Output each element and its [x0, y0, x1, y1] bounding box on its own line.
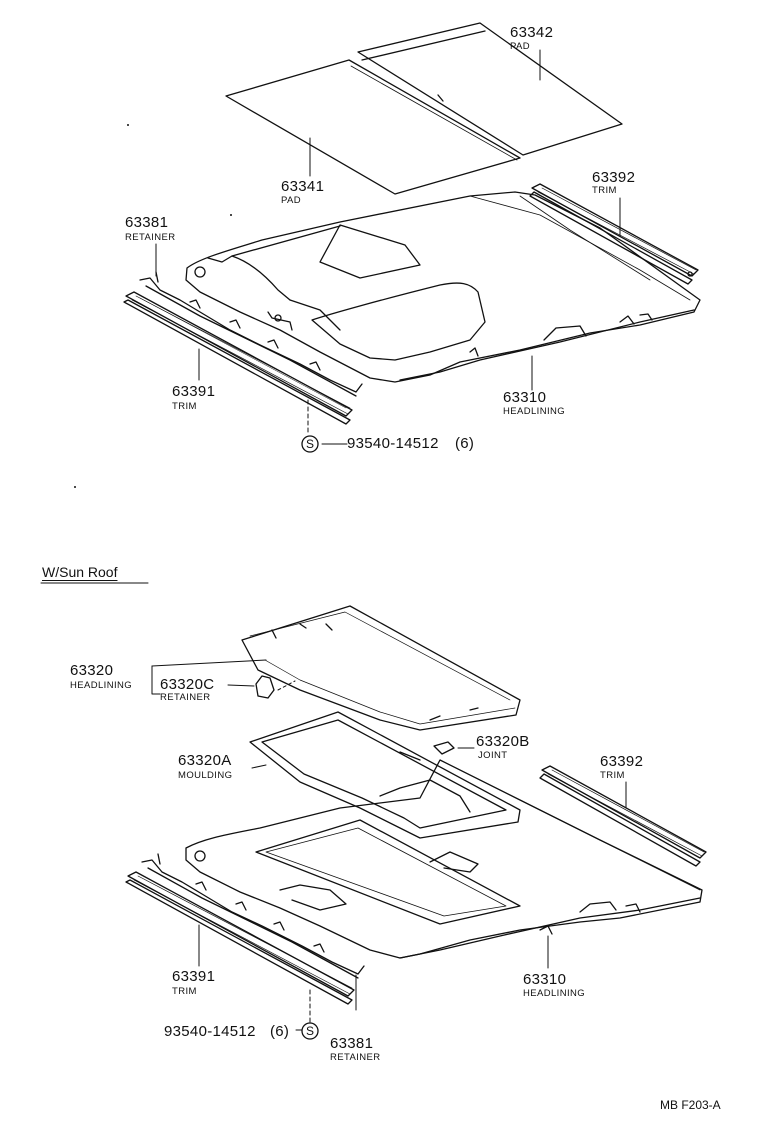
leader-lines-bottom — [151, 659, 627, 1031]
trim-63391-bottom-shape — [125, 871, 355, 1005]
part-name-63381-top: RETAINER — [125, 232, 176, 243]
screw-symbol-bottom-letter: S — [305, 1024, 314, 1038]
headlining-63310-bottom-shape — [185, 759, 703, 959]
trim-63392-bottom-shape — [539, 765, 707, 867]
part-name-63391-top: TRIM — [172, 401, 197, 412]
retainer-63320C-shape — [255, 675, 296, 699]
part-number-63392-top: 63392 — [592, 169, 636, 186]
trim-63391-top-shape — [123, 291, 353, 425]
joint-63320B-shape — [399, 741, 455, 761]
part-number-63320B: 63320B — [476, 733, 530, 750]
part-name-63392-bottom: TRIM — [600, 770, 625, 781]
retainer-63381-bottom-shape — [141, 853, 365, 979]
retainer-63381-top-shape — [139, 271, 363, 397]
part-number-63320A: 63320A — [178, 752, 232, 769]
screw-qty-bottom: (6) — [270, 1023, 290, 1040]
part-name-63342: PAD — [510, 41, 531, 52]
pad-63342-shape — [357, 22, 623, 156]
part-number-63320: 63320 — [70, 662, 114, 679]
part-number-63341: 63341 — [281, 178, 325, 195]
part-number-63320C: 63320C — [160, 676, 215, 693]
part-name-63381-bottom: RETAINER — [330, 1052, 381, 1063]
screw-symbol-top-letter: S — [305, 437, 314, 451]
part-name-63320A: MOULDING — [178, 770, 233, 781]
leader-lines-top — [155, 49, 621, 445]
section-title-sunroof: W/Sun Roof — [42, 564, 118, 580]
screw-number-bottom: 93540-14512 — [164, 1023, 256, 1040]
part-number-63391-top: 63391 — [172, 383, 216, 400]
part-name-63341: PAD — [281, 195, 302, 206]
part-number-63381-bottom: 63381 — [330, 1035, 374, 1052]
part-number-63392-bottom: 63392 — [600, 753, 644, 770]
part-name-63320: HEADLINING — [70, 680, 133, 691]
stray-marks — [74, 124, 232, 488]
diagram-code: MB F203-A — [660, 1098, 721, 1112]
part-number-63310-top: 63310 — [503, 389, 547, 406]
part-number-63342: 63342 — [510, 24, 554, 41]
part-name-63310-top: HEADLINING — [503, 406, 566, 417]
part-name-63392-top: TRIM — [592, 185, 617, 196]
part-number-63310-bottom: 63310 — [523, 971, 567, 988]
screw-symbol-bottom — [301, 1022, 319, 1040]
part-number-63391-bottom: 63391 — [172, 968, 216, 985]
part-name-63320C: RETAINER — [160, 692, 211, 703]
part-name-63391-bottom: TRIM — [172, 986, 197, 997]
part-name-63310-bottom: HEADLINING — [523, 988, 586, 999]
screw-number-top: 93540-14512 — [347, 435, 439, 452]
moulding-63320A-shape — [249, 711, 521, 839]
trim-63392-top-shape — [529, 183, 699, 285]
part-number-63381-top: 63381 — [125, 214, 169, 231]
screw-symbol-top — [301, 435, 319, 453]
sunroof-headlining-63320-shape — [241, 605, 521, 731]
part-name-63320B: JOINT — [478, 750, 508, 761]
headlining-63310-top-shape — [185, 191, 701, 383]
pad-63341-shape — [225, 59, 521, 195]
screw-qty-top: (6) — [455, 435, 475, 452]
